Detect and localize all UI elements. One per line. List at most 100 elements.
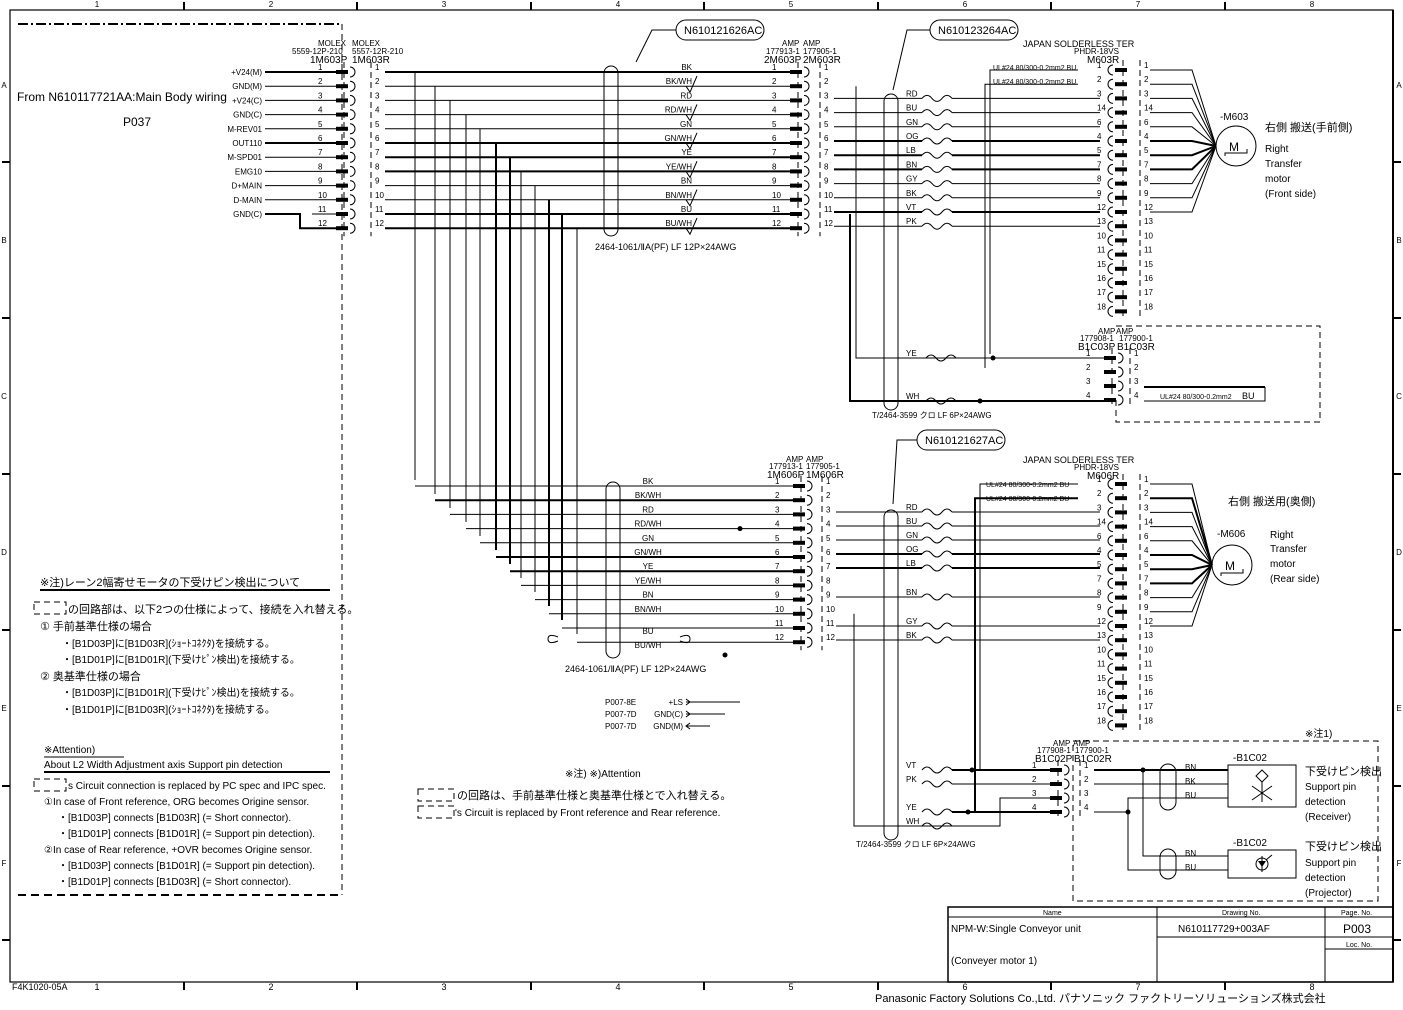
- note-en-case1: ①In case of Front reference, ORG becomes…: [44, 797, 309, 808]
- pin-number: 13: [1144, 631, 1153, 640]
- column-label: 5: [788, 982, 793, 992]
- pin-socket: [349, 222, 356, 234]
- pin-contact: [1115, 581, 1127, 586]
- pin-number: 16: [1097, 688, 1106, 697]
- pin-number: 4: [375, 106, 380, 115]
- wire-color: BU/WH: [665, 219, 692, 228]
- twist-mark: [685, 217, 698, 236]
- pin-number: 9: [1144, 189, 1149, 198]
- cable-1-tag: N610121626AC: [684, 25, 762, 37]
- column-label: 2: [268, 982, 273, 992]
- motor-m606-desc: Right: [1270, 530, 1294, 541]
- pin-number: 5: [824, 120, 829, 129]
- pin-number: 7: [318, 148, 323, 157]
- pin-number: 11: [375, 205, 384, 214]
- pin-contact: [336, 197, 348, 202]
- pin-number: 10: [318, 191, 327, 200]
- row-label: F: [2, 859, 7, 868]
- projector-icon: [1255, 854, 1273, 872]
- pin-socket: [1063, 778, 1070, 790]
- pin-number: 7: [826, 562, 831, 571]
- shield-wave: [921, 151, 953, 159]
- pin-number: 8: [775, 576, 780, 585]
- pin-number: 9: [375, 177, 380, 186]
- connector-2m603: AMP 177913-1 2M603P AMP 177905-1 2M603R …: [764, 39, 841, 237]
- column-label: 4: [616, 0, 621, 9]
- pin-number: 6: [1144, 118, 1149, 127]
- pin-socket: [349, 194, 356, 206]
- pin-socket: [349, 109, 356, 121]
- pin-number: 7: [775, 562, 780, 571]
- pin-contact: [1104, 384, 1116, 388]
- pin-contact: [1115, 167, 1127, 172]
- motor-m603-title: 右側 搬送(手前側): [1265, 120, 1352, 134]
- row-label: A: [1396, 81, 1402, 90]
- pin-contact: [1115, 553, 1127, 557]
- wire-color: LB: [906, 146, 916, 155]
- sensor-projector-desc: detection: [1305, 873, 1346, 884]
- conn-b1c03p-name: B1C03P: [1078, 342, 1116, 353]
- pin-socket: [803, 109, 810, 121]
- pin-number: 7: [1097, 574, 1102, 583]
- connector-1m603: MOLEX 5559-12P-210 1M603P MOLEX 5557-12R…: [292, 39, 404, 237]
- pin-number: 9: [1097, 189, 1102, 198]
- pin-number: 6: [1097, 532, 1102, 541]
- pin-socket: [1107, 663, 1114, 675]
- conn-b1c02p-part: 177908-1: [1037, 746, 1071, 755]
- pin-number: 3: [826, 505, 831, 514]
- pin-socket: [1107, 592, 1114, 604]
- conn-1m603r-name: 1M603R: [352, 55, 390, 66]
- pin-contact: [793, 484, 805, 488]
- title-name-line2: (Conveyer motor 1): [951, 956, 1037, 967]
- pin-socket: [1117, 380, 1124, 392]
- pin-socket: [1107, 178, 1114, 190]
- source-signal: D+MAIN: [232, 182, 263, 191]
- note-japanese: ※注)レーン2幅寄せモータの下受けピン検出について の回路部は、以下2つの仕様に…: [33, 575, 358, 716]
- source-signal: GND(C): [233, 111, 262, 120]
- pin-contact: [1115, 153, 1127, 158]
- pin-number: 4: [772, 106, 777, 115]
- motor-lead: [1150, 145, 1217, 185]
- pin-number: 8: [826, 576, 831, 585]
- pin-number: 10: [826, 605, 835, 614]
- shield-wave: [921, 137, 953, 145]
- sensor-projector-title: 下受けピン検出: [1305, 839, 1382, 853]
- pin-number: 5: [318, 120, 323, 129]
- column-label: 3: [441, 982, 446, 992]
- wire-color: GY: [906, 175, 918, 184]
- pin-socket: [1107, 648, 1114, 660]
- pin-number: 3: [824, 91, 829, 100]
- shield-wave: [925, 397, 957, 405]
- row-label: D: [1396, 548, 1402, 557]
- pin-number: 9: [772, 177, 777, 186]
- shield-wave: [921, 208, 953, 216]
- pin-socket: [1063, 764, 1070, 776]
- shield-wave: [925, 354, 957, 362]
- conn-1m606r-name: 1M606R: [806, 470, 844, 481]
- twist-mark: [685, 104, 698, 122]
- motor-lead: [1150, 564, 1213, 585]
- pin-number: 10: [375, 191, 384, 200]
- motor-m603-desc: Right: [1265, 144, 1289, 155]
- pin-number: 4: [1144, 132, 1149, 141]
- offpage-signal: GND(M): [653, 722, 683, 731]
- pin-number: 11: [1144, 246, 1153, 255]
- shield-wave: [921, 822, 953, 830]
- source-signal: +V24(M): [231, 68, 262, 77]
- pin-socket: [806, 508, 813, 520]
- pin-number: 2: [824, 77, 829, 86]
- row-label: E: [1, 704, 6, 713]
- shield-wave: [921, 194, 953, 202]
- pin-socket: [803, 165, 810, 177]
- wire-color: BK/WH: [666, 77, 692, 86]
- note-jp-case2: ② 奥基準仕様の場合: [40, 669, 141, 683]
- junction-dot: [965, 809, 971, 815]
- sensor-receiver: -B1C02 BN BK BU 下受けピン検出 Support pin dete…: [1159, 753, 1382, 823]
- sensor-wire: [1142, 770, 1228, 857]
- pin-number: 1: [1144, 475, 1149, 484]
- jumper-label-1: UL#24 80/300-0.2mm2 BU: [993, 65, 1076, 72]
- pin-socket: [1107, 163, 1114, 175]
- pin-socket: [806, 537, 813, 549]
- wire-color: RD: [680, 91, 692, 100]
- source-signal: M-SPD01: [227, 153, 262, 162]
